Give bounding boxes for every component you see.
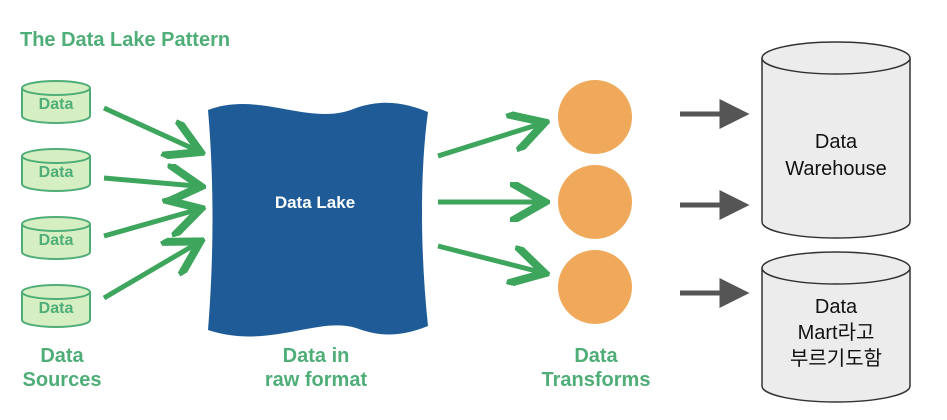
transform-circle — [558, 250, 632, 324]
source-label: Data — [39, 164, 74, 181]
source-to-lake-arrows — [102, 105, 196, 301]
arrow-icon — [102, 105, 196, 150]
arrow-icon — [103, 210, 196, 239]
transform-circles — [558, 80, 632, 324]
arrow-icon — [437, 124, 540, 159]
source-label: Data — [39, 96, 74, 113]
lake-caption-line2: raw format — [265, 369, 368, 391]
lake-caption-line1: Data in — [283, 345, 350, 367]
data-lake-label: Data Lake — [275, 193, 355, 212]
diagram-title: The Data Lake Pattern — [20, 29, 230, 51]
source-label: Data — [39, 232, 74, 249]
transforms-caption-line1: Data — [574, 345, 618, 367]
source-cylinder-2: Data — [21, 148, 91, 192]
arrow-icon — [103, 178, 196, 186]
transform-to-destination-arrows — [680, 99, 750, 308]
data-warehouse-cylinder: Data Warehouse — [761, 41, 911, 239]
warehouse-label-line2: Warehouse — [785, 158, 887, 180]
source-cylinder-4: Data — [21, 284, 91, 328]
arrow-icon — [102, 244, 196, 301]
data-mart-cylinder: Data Mart라고 부르기도함 — [761, 251, 911, 403]
mart-label-line3: 부르기도함 — [790, 347, 882, 370]
warehouse-label-line1: Data — [815, 131, 858, 153]
source-cylinder-1: Data — [21, 80, 91, 124]
source-label: Data — [39, 300, 74, 317]
sources-caption-line1: Data — [40, 345, 84, 367]
transform-circle — [558, 80, 632, 154]
transforms-caption-line2: Transforms — [542, 369, 651, 391]
mart-label-line2: Mart라고 — [798, 321, 875, 344]
sources-caption-line2: Sources — [23, 369, 102, 391]
data-lake-shape — [208, 102, 428, 337]
lake-to-transform-arrows — [437, 124, 540, 272]
transform-circle — [558, 165, 632, 239]
arrow-icon — [437, 243, 540, 272]
mart-label-line1: Data — [815, 296, 858, 318]
source-cylinder-3: Data — [21, 216, 91, 260]
